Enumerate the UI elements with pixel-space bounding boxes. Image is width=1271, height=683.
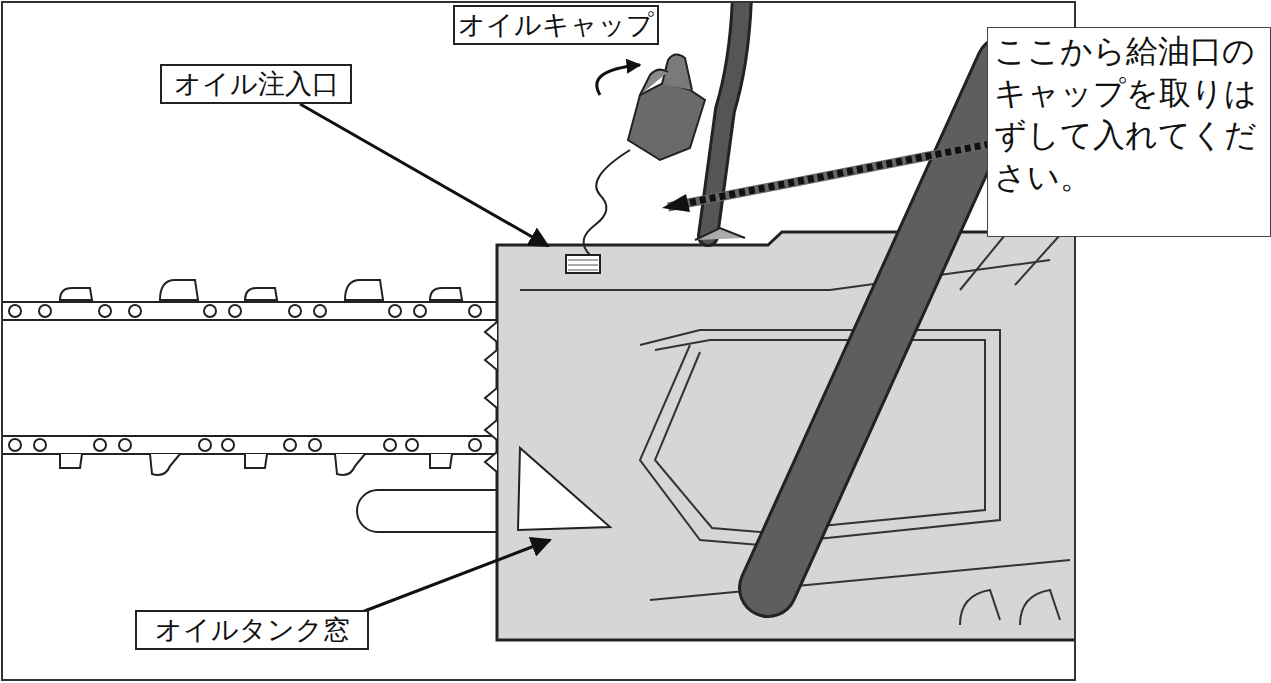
callout-box: ここから給油口のキャップを取りはずして入れてください。	[987, 27, 1271, 237]
cap-tether	[584, 150, 630, 255]
oil-cap	[628, 54, 705, 160]
leader-arrow	[300, 104, 548, 246]
label-text: オイルタンク窓	[137, 612, 367, 648]
handle-mount	[695, 228, 745, 240]
dotted-arrow-head	[662, 194, 690, 212]
part-label: オイルキャップ	[453, 5, 659, 45]
rotate-arrow	[597, 65, 640, 95]
dotted-arrow-shadow	[668, 140, 1010, 207]
oil-inlet-thread	[568, 260, 598, 270]
guide-bar	[2, 318, 505, 436]
frame	[2, 2, 1075, 680]
illustration-group	[2, 2, 1075, 640]
chain-bottom	[2, 436, 500, 475]
oil-inlet	[566, 255, 600, 273]
sprocket-teeth	[485, 322, 497, 472]
bar-slot	[357, 490, 500, 532]
dotted-arrow	[672, 140, 1010, 206]
chain-top	[2, 280, 500, 320]
leader-arrow	[362, 540, 550, 612]
label-text: ここから給油口のキャップを取りはずして入れてください。	[994, 30, 1264, 198]
part-label: オイル注入口	[160, 64, 352, 104]
label-text: オイルキャップ	[455, 7, 657, 43]
label-text: オイル注入口	[162, 66, 350, 102]
oil-tank-window	[518, 448, 610, 530]
part-label: オイルタンク窓	[135, 610, 369, 650]
